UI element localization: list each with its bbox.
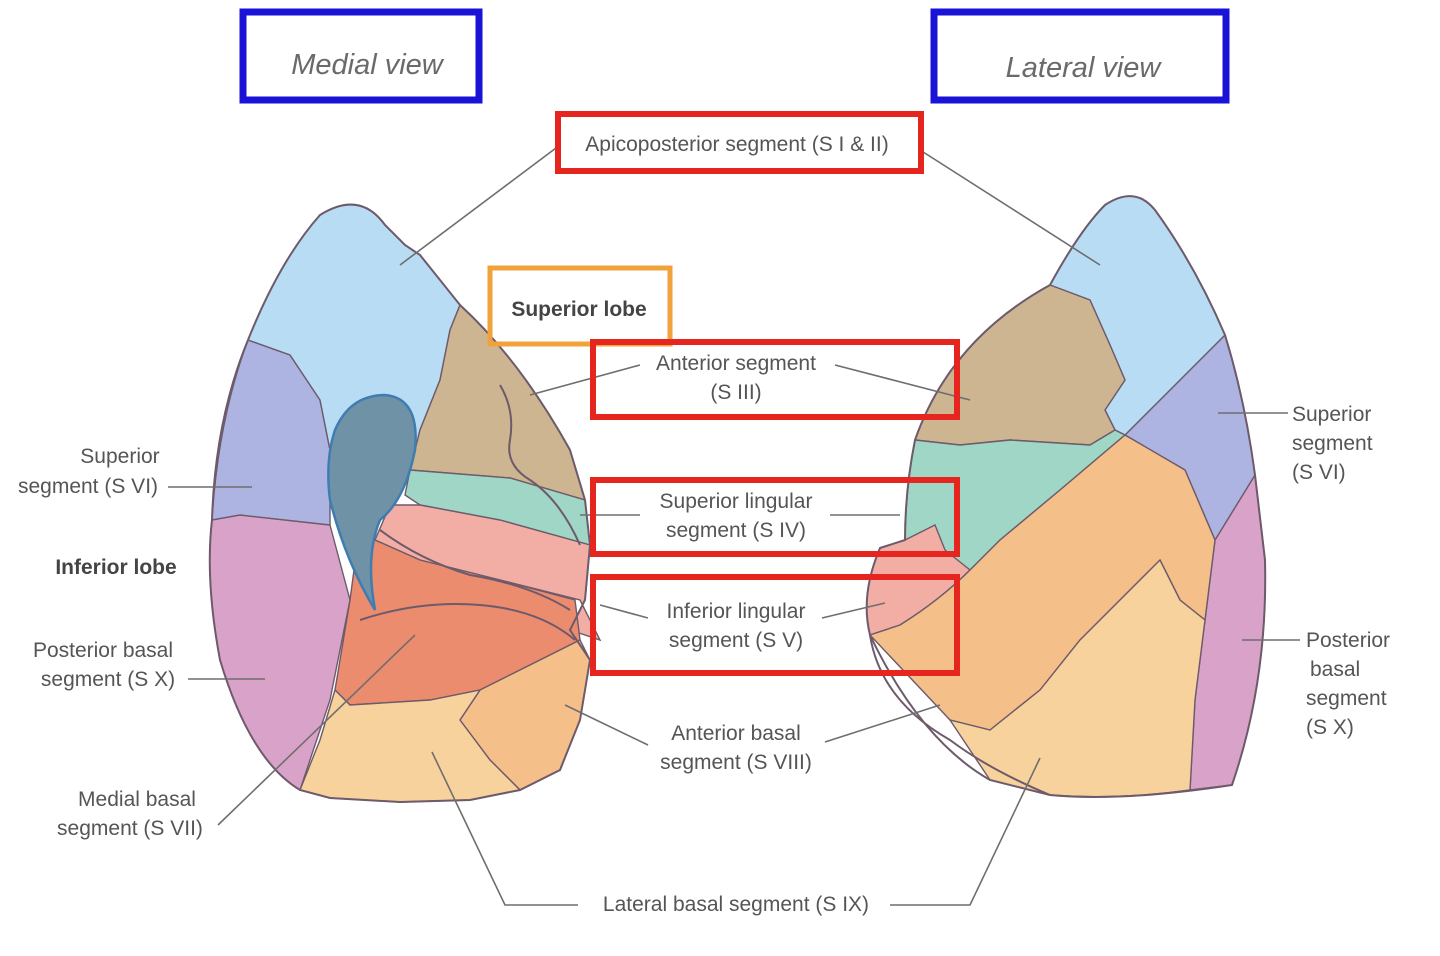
lateral-lung-outline [865, 195, 1267, 799]
label-medial-superior-segment: Superior [80, 445, 159, 468]
label-anterior-segment-code: (S III) [710, 381, 761, 404]
label-medial-superior-segment-code: segment (S VI) [18, 475, 158, 498]
label-medial-basal: Medial basal [78, 788, 196, 811]
labels: Medial view Lateral view Apicoposterior … [18, 49, 1390, 916]
lateral-view-box [930, 8, 1230, 104]
medial-hilum [327, 393, 417, 611]
lateral-anterior-region [914, 284, 1126, 446]
label-anterior-segment: Anterior segment [656, 352, 816, 375]
label-apicoposterior: Apicoposterior segment (S I & II) [585, 133, 888, 156]
label-lateral-superior-segment-2: segment [1292, 432, 1373, 455]
medial-view-title: Medial view [291, 49, 445, 81]
label-inferior-lingular: Inferior lingular [667, 600, 806, 623]
label-medial-basal-code: segment (S VII) [57, 817, 203, 840]
label-superior-lingular: Superior lingular [660, 490, 813, 513]
annotation-boxes [239, 8, 1230, 676]
anterior-segment-box [590, 339, 960, 420]
label-anterior-basal: Anterior basal [671, 722, 801, 745]
label-lateral-basal: Lateral basal segment (S IX) [603, 893, 869, 916]
label-medial-posterior-basal-code: segment (S X) [41, 668, 175, 691]
label-lateral-posterior-basal-2: basal [1310, 658, 1360, 681]
superior-lobe-box [487, 265, 673, 347]
medial-view-box [239, 8, 483, 104]
label-inferior-lingular-code: segment (S V) [669, 629, 803, 652]
label-superior-lingular-code: segment (S IV) [666, 519, 806, 542]
inferior-lingular-box [590, 574, 960, 676]
apicoposterior-box [555, 111, 924, 174]
leader-lines [168, 144, 1300, 906]
superior-lingular-box [590, 477, 960, 557]
label-lateral-superior-segment: Superior [1292, 403, 1371, 426]
lateral-view-title: Lateral view [1006, 52, 1163, 84]
label-inferior-lobe: Inferior lobe [55, 556, 176, 579]
label-lateral-superior-segment-code: (S VI) [1292, 461, 1346, 484]
label-lateral-posterior-basal-3: segment [1306, 687, 1387, 710]
label-superior-lobe: Superior lobe [511, 298, 646, 321]
label-medial-posterior-basal: Posterior basal [33, 639, 173, 662]
label-lateral-posterior-basal: Posterior [1306, 629, 1390, 652]
lateral-lung [865, 195, 1267, 799]
label-lateral-posterior-basal-code: (S X) [1306, 716, 1354, 739]
label-anterior-basal-code: segment (S VIII) [660, 751, 812, 774]
medial-lung [208, 203, 602, 804]
